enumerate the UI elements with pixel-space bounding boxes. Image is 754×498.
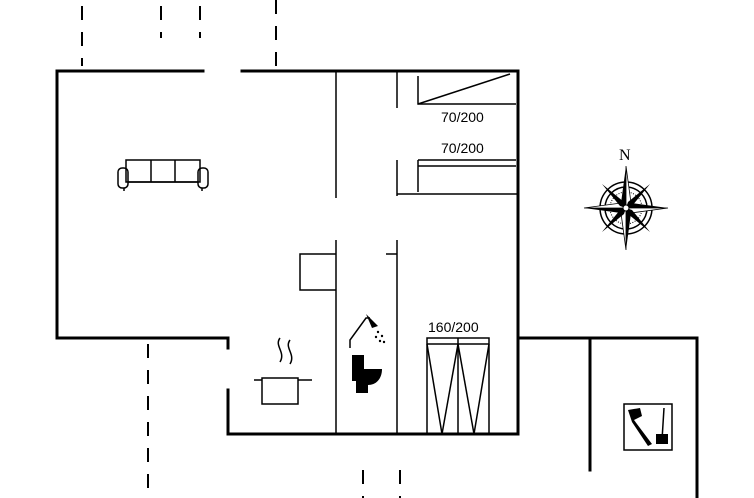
toilet-icon [352,355,382,393]
sofa-icon [117,159,209,191]
cooking-pot-icon [254,337,312,405]
compass-rose-icon [583,165,669,251]
annex-walls [517,336,699,498]
shower-icon [349,314,386,348]
outdoor-dashed-lines [81,0,401,498]
bed-160-200 [426,337,490,435]
bed-70-200-top [417,73,516,105]
bed-label-2: 70/200 [441,140,484,156]
compass-north-label: N [619,147,631,164]
bed-70-200-bottom [417,159,516,192]
exterior-walls [55,69,520,436]
interior-walls [299,72,517,434]
bed-label-3: 160/200 [428,319,479,335]
garden-tools-icon [623,403,673,451]
bed-label-1: 70/200 [441,109,484,125]
